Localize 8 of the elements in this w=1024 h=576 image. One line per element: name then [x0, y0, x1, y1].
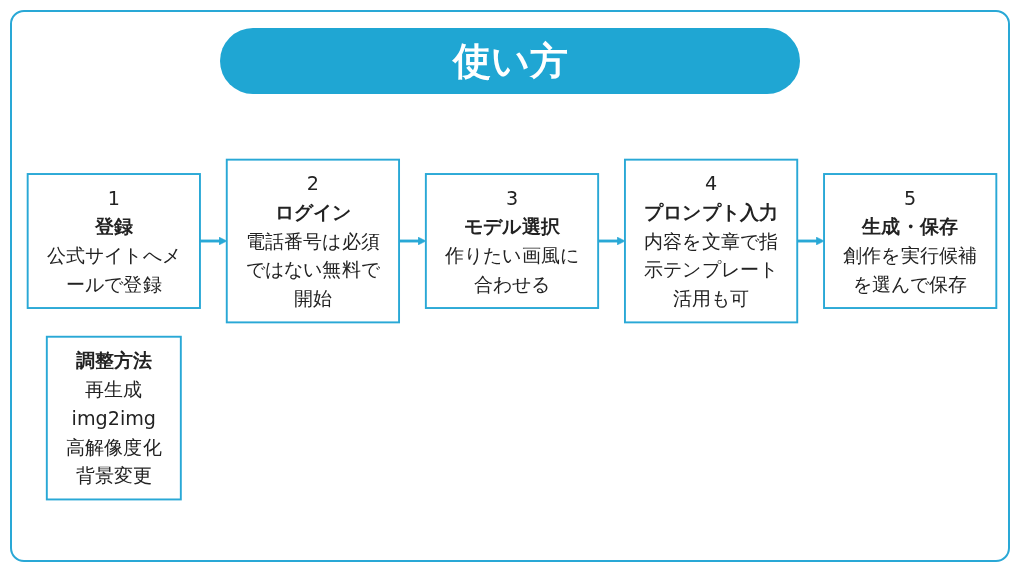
arrow — [797, 237, 825, 246]
node-box: 4 プロンプト入力 内容を文章で指示テンプレート活用も可 — [624, 159, 799, 324]
node-box: 2 ログイン 電話番号は必須ではない無料で開始 — [225, 159, 400, 324]
node-box: 1 登録 公式サイトへメールで登録 — [26, 173, 201, 310]
title-banner: 使い方 — [220, 28, 800, 94]
node-box: 調整方法 再生成 img2img 高解像度化 背景変更 — [45, 336, 182, 501]
node-box: 5 生成・保存 創作を実行候補を選んで保存 — [823, 173, 998, 310]
node-box: 3 モデル選択 作りたい画風に合わせる — [424, 173, 600, 310]
